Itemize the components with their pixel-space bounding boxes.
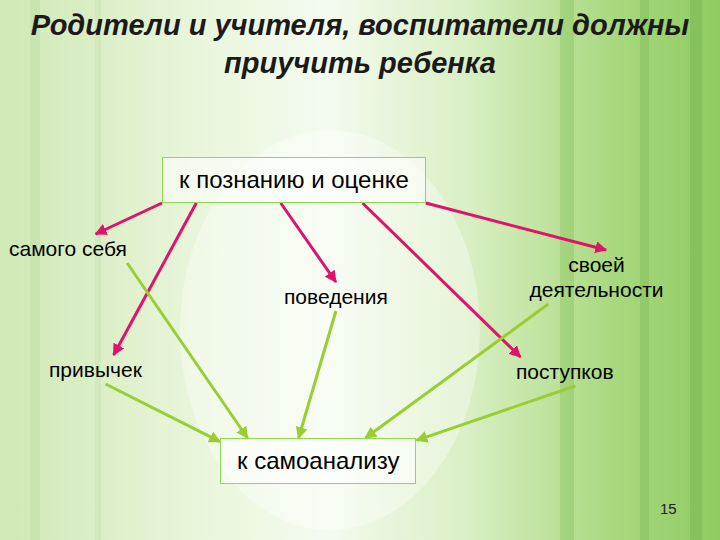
arrow-connector — [299, 311, 336, 438]
topic-text: поступков — [512, 357, 618, 386]
node-text: поступков — [516, 359, 614, 384]
node-text: к познанию и оценке — [179, 165, 409, 195]
node-text: своей деятельности — [504, 252, 689, 302]
topic-text: самого себя — [5, 234, 131, 263]
arrow-connector — [127, 263, 247, 438]
concept-box: к самоанализу — [220, 438, 416, 484]
arrow-connector — [363, 203, 521, 357]
slide-title: Родители и учителя, воспитатели должны п… — [20, 6, 700, 82]
arrow-connector — [96, 203, 162, 234]
arrow-connector — [114, 203, 197, 355]
concept-box: к познанию и оценке — [162, 157, 426, 203]
node-text: привычек — [49, 357, 142, 382]
node-text: поведения — [284, 284, 388, 309]
page-number: 15 — [660, 500, 677, 517]
topic-text: поведения — [280, 282, 392, 311]
arrow-connector — [281, 203, 336, 282]
arrow-connector — [417, 386, 576, 440]
light-glow — [180, 130, 480, 530]
topic-text: своей деятельности — [500, 250, 693, 304]
topic-text: привычек — [45, 355, 146, 384]
tree-trunks — [30, 0, 702, 540]
node-text: самого себя — [9, 236, 127, 261]
arrow-connector — [106, 384, 221, 442]
arrow-connector — [426, 203, 606, 250]
node-text: к самоанализу — [237, 446, 399, 476]
